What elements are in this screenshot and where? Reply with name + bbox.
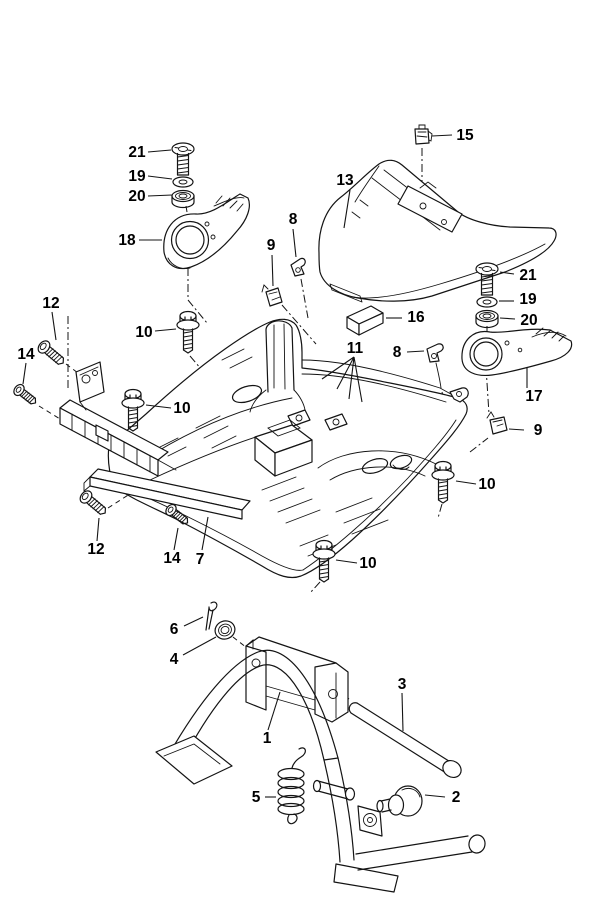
callout-15: 15 — [456, 127, 474, 144]
part-3-pivot-shaft — [348, 702, 462, 779]
part-7-floor-panel — [59, 318, 469, 579]
callout-14-b: 14 — [163, 550, 181, 567]
callout-19-left: 19 — [128, 168, 146, 185]
callout-20-left: 20 — [128, 188, 145, 205]
part-6-cotter-pin — [205, 601, 218, 631]
callout-21-right: 21 — [519, 267, 537, 284]
part-21-19-20-right-screw-stack — [475, 262, 499, 329]
callout-9-top: 9 — [267, 237, 276, 254]
callout-12-b: 12 — [87, 541, 104, 558]
part-16-pad-block — [346, 305, 384, 336]
callout-21-left: 21 — [128, 144, 146, 161]
callout-labels: 21 19 20 18 15 13 8 9 21 19 20 17 9 8 16… — [17, 127, 542, 806]
callout-20-right: 20 — [520, 312, 537, 329]
callout-18: 18 — [118, 232, 136, 249]
part-9-top-clip — [261, 284, 283, 307]
callout-10-c: 10 — [478, 476, 495, 493]
callout-3: 3 — [398, 676, 407, 693]
part-2-rubber-stop — [376, 785, 423, 817]
callout-8-right: 8 — [393, 344, 402, 361]
callout-2: 2 — [452, 789, 461, 806]
callout-leader-lines — [22, 134, 528, 798]
part-18-left-footrest — [163, 193, 250, 270]
part-1-center-stand — [155, 636, 486, 893]
part-4-washer — [214, 620, 236, 640]
part-8-top-bracket — [290, 257, 306, 277]
callout-17: 17 — [525, 388, 542, 405]
callout-16: 16 — [407, 309, 425, 326]
callout-1: 1 — [263, 730, 272, 747]
callout-9-right: 9 — [534, 422, 543, 439]
callout-11: 11 — [347, 340, 364, 357]
part-17-right-footrest — [461, 327, 573, 377]
callout-7: 7 — [196, 551, 205, 568]
part-8-right-bracket — [426, 343, 444, 389]
callout-6: 6 — [170, 621, 179, 638]
callout-13: 13 — [336, 172, 354, 189]
part-9-right-clip — [486, 411, 508, 435]
callout-8-top: 8 — [289, 211, 298, 228]
callout-10-a: 10 — [135, 324, 152, 341]
callout-12-a: 12 — [42, 295, 59, 312]
callout-14-a: 14 — [17, 346, 35, 363]
callout-5: 5 — [252, 789, 261, 806]
callout-19-right: 19 — [519, 291, 537, 308]
callout-10-d: 10 — [359, 555, 376, 572]
part-21-19-20-left-screw-stack — [171, 142, 195, 209]
part-5-spring — [277, 747, 306, 825]
callout-4: 4 — [170, 651, 179, 668]
callout-10-b: 10 — [173, 400, 190, 417]
part-15-clip-nut — [414, 124, 433, 145]
